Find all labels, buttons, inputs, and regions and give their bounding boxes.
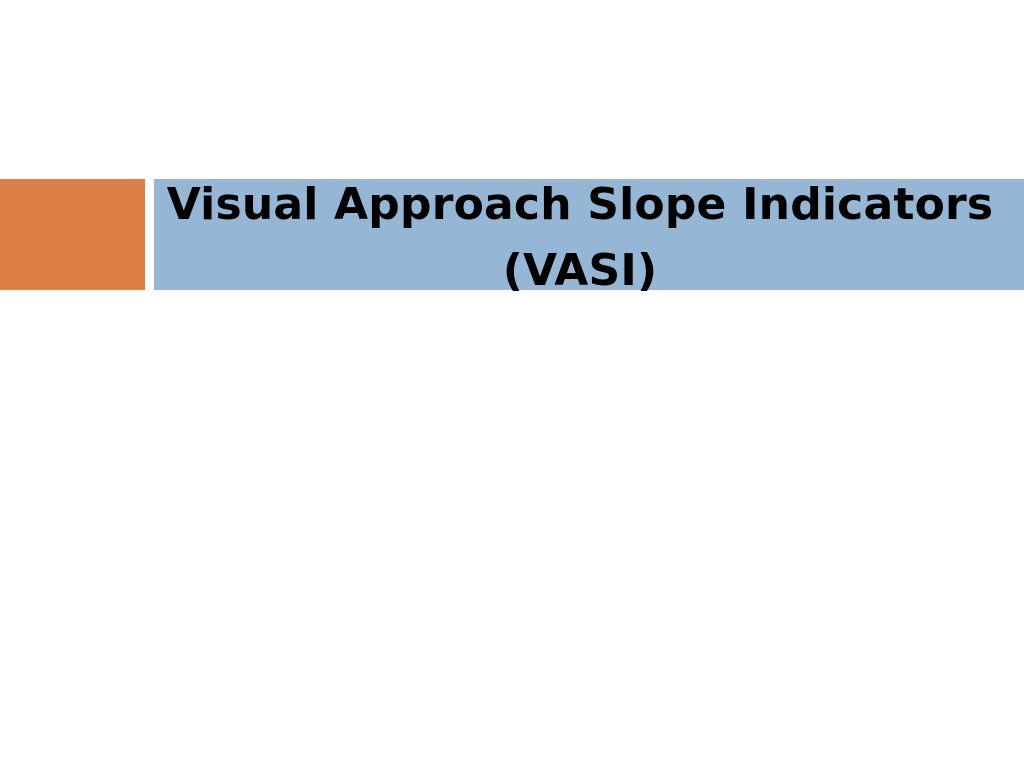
accent-block [0,179,145,290]
title-band [154,179,1024,290]
slide-title: Visual Approach Slope Indicators (VASI) [154,172,1006,304]
slide-title-line-2: (VASI) [502,245,658,296]
slide-title-line-1: Visual Approach Slope Indicators [166,179,994,230]
slide-content-area [0,300,1024,768]
